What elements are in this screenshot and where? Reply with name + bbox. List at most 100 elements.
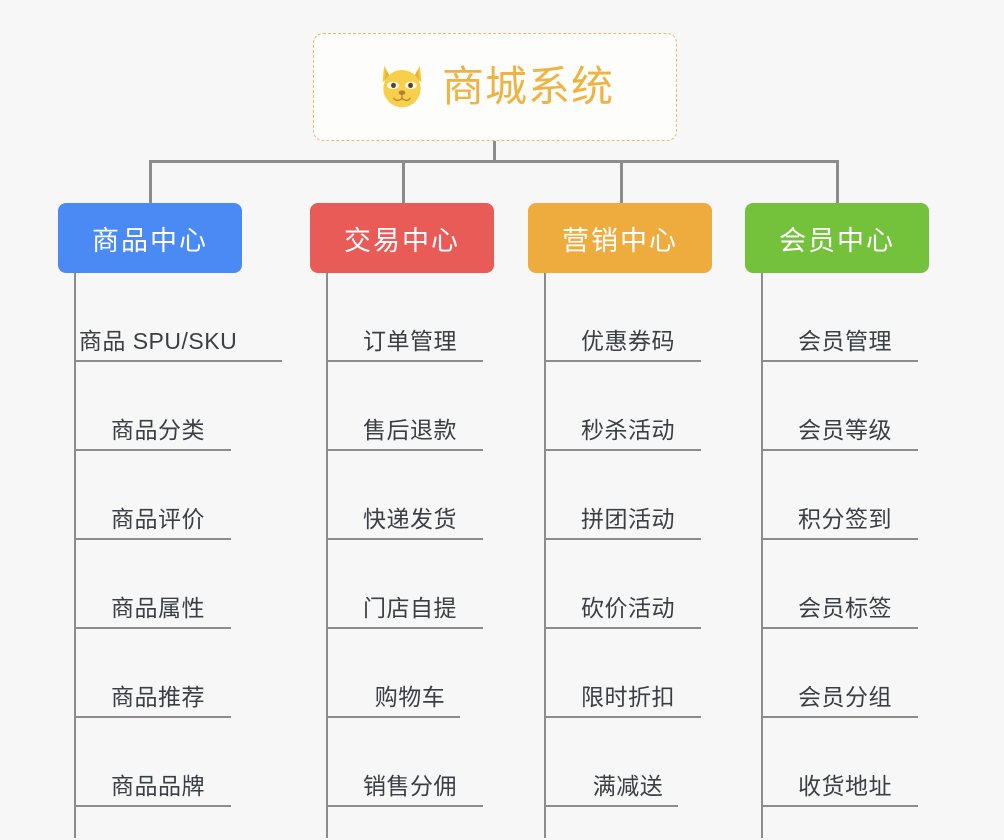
leaf-label: 快递发货 [363, 506, 457, 532]
connector-root-stem [493, 141, 496, 163]
leaf-label: 商品属性 [111, 595, 205, 621]
leaf-underline [761, 538, 918, 540]
list-item[interactable]: 售后退款 [326, 362, 494, 451]
root-node[interactable]: 商城系统 [313, 33, 677, 141]
list-item[interactable]: 砍价活动 [544, 540, 712, 629]
category-title: 商品中心 [92, 225, 208, 256]
leaf-label: 秒杀活动 [581, 417, 675, 443]
leaf-label: 会员分组 [798, 684, 892, 710]
category-title: 交易中心 [344, 225, 460, 256]
list-item[interactable]: 限时折扣 [544, 629, 712, 718]
column-marketing-center: 营销中心 优惠券码 秒杀活动 拼团活动 砍价活动 限时折扣 [528, 203, 712, 838]
leaf-underline [761, 360, 918, 362]
list-item[interactable]: 快递发货 [326, 451, 494, 540]
list-item[interactable]: 满减送 [544, 718, 712, 807]
leaf-underline [544, 360, 701, 362]
column-spine [544, 273, 546, 838]
leaf-label: 收货地址 [798, 773, 892, 799]
list-item[interactable]: 收货地址 [761, 718, 929, 807]
leaf-underline [761, 716, 918, 718]
leaf-underline [74, 805, 231, 807]
leaf-label: 商品评价 [111, 506, 205, 532]
leaf-underline [544, 805, 678, 807]
list-item[interactable]: 商品推荐 [74, 629, 242, 718]
leaf-underline [761, 627, 918, 629]
leaf-label: 订单管理 [363, 328, 457, 354]
column-spine [326, 273, 328, 838]
list-item[interactable]: 购物车 [326, 629, 494, 718]
category-box[interactable]: 会员中心 [745, 203, 929, 273]
connector-bus [149, 160, 839, 163]
column-spine [74, 273, 76, 838]
connector-drop-2 [402, 160, 405, 205]
leaf-list: 订单管理 售后退款 快递发货 门店自提 购物车 销售分佣 [326, 273, 494, 807]
column-member-center: 会员中心 会员管理 会员等级 积分签到 会员标签 会员分组 [745, 203, 929, 838]
leaf-underline [544, 627, 701, 629]
list-item[interactable]: 积分签到 [761, 451, 929, 540]
list-item[interactable]: 拼团活动 [544, 451, 712, 540]
leaf-label: 限时折扣 [581, 684, 675, 710]
leaf-label: 积分签到 [798, 506, 892, 532]
category-box[interactable]: 营销中心 [528, 203, 712, 273]
list-item[interactable]: 商品品牌 [74, 718, 242, 807]
leaf-list: 会员管理 会员等级 积分签到 会员标签 会员分组 收货地址 [761, 273, 929, 807]
list-item[interactable]: 商品属性 [74, 540, 242, 629]
leaf-underline [326, 449, 483, 451]
category-box[interactable]: 交易中心 [310, 203, 494, 273]
leaf-underline [74, 360, 282, 362]
leaf-underline [74, 538, 231, 540]
leaf-underline [544, 716, 701, 718]
list-item[interactable]: 秒杀活动 [544, 362, 712, 451]
leaf-underline [326, 627, 483, 629]
leaf-list: 商品 SPU/SKU 商品分类 商品评价 商品属性 商品推荐 商品品牌 [74, 273, 282, 807]
leaf-label: 商品品牌 [111, 773, 205, 799]
leaf-label: 拼团活动 [581, 506, 675, 532]
leaf-label: 销售分佣 [363, 773, 457, 799]
leaf-label: 会员管理 [798, 328, 892, 354]
leaf-label: 砍价活动 [581, 595, 675, 621]
list-item[interactable]: 商品评价 [74, 451, 242, 540]
leaf-label: 会员标签 [798, 595, 892, 621]
leaf-label: 会员等级 [798, 417, 892, 443]
list-item[interactable]: 会员等级 [761, 362, 929, 451]
column-trade-center: 交易中心 订单管理 售后退款 快递发货 门店自提 购物车 [310, 203, 494, 838]
connector-drop-3 [620, 160, 623, 205]
root-title: 商城系统 [441, 63, 614, 110]
list-item[interactable]: 订单管理 [326, 273, 494, 362]
list-item[interactable]: 商品分类 [74, 362, 242, 451]
list-item[interactable]: 会员管理 [761, 273, 929, 362]
category-title: 营销中心 [562, 225, 678, 256]
leaf-underline [74, 627, 231, 629]
category-title: 会员中心 [779, 225, 895, 256]
leaf-label: 商品推荐 [111, 684, 205, 710]
column-product-center: 商品中心 商品 SPU/SKU 商品分类 商品评价 商品属性 商品推荐 [58, 203, 282, 838]
list-item[interactable]: 门店自提 [326, 540, 494, 629]
category-box[interactable]: 商品中心 [58, 203, 242, 273]
leaf-underline [326, 805, 483, 807]
leaf-label: 售后退款 [363, 417, 457, 443]
leaf-underline [544, 449, 701, 451]
leaf-underline [544, 538, 701, 540]
connector-drop-4 [836, 160, 839, 205]
leaf-underline [326, 716, 460, 718]
list-item[interactable]: 会员分组 [761, 629, 929, 718]
leaf-underline [74, 716, 231, 718]
column-spine [761, 273, 763, 838]
leaf-list: 优惠券码 秒杀活动 拼团活动 砍价活动 限时折扣 满减送 [544, 273, 712, 807]
leaf-label: 满减送 [592, 773, 664, 799]
list-item[interactable]: 优惠券码 [544, 273, 712, 362]
connector-drop-1 [149, 160, 152, 205]
shiba-dog-icon [382, 65, 422, 109]
leaf-underline [761, 449, 918, 451]
leaf-label: 购物车 [374, 684, 446, 710]
leaf-label: 优惠券码 [581, 328, 675, 354]
leaf-underline [326, 360, 483, 362]
leaf-label: 商品 SPU/SKU [78, 328, 238, 354]
list-item[interactable]: 会员标签 [761, 540, 929, 629]
list-item[interactable]: 商品 SPU/SKU [74, 273, 282, 362]
leaf-underline [761, 805, 918, 807]
list-item[interactable]: 销售分佣 [326, 718, 494, 807]
leaf-underline [74, 449, 231, 451]
leaf-label: 商品分类 [111, 417, 205, 443]
